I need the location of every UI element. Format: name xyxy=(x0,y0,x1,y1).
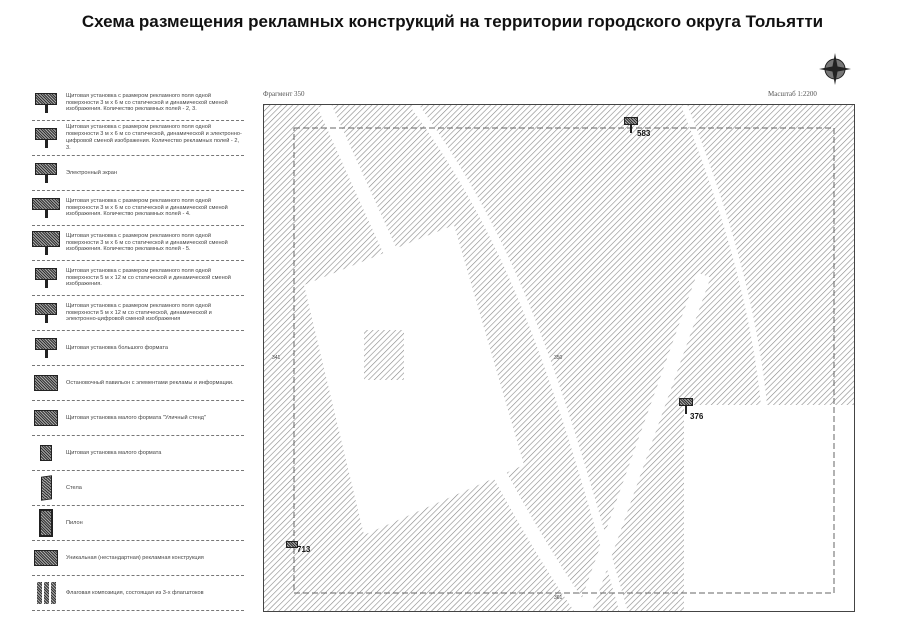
legend-item: Остановочный павильон с элементами рекла… xyxy=(32,366,244,401)
legend-text: Щитовая установка с размером рекламного … xyxy=(66,124,242,151)
ad-marker-713[interactable] xyxy=(286,541,298,548)
legend-item: Щитовая установка большого формата xyxy=(32,331,244,366)
legend: Щитовая установка с размером рекламного … xyxy=(32,86,244,611)
ad-marker-583[interactable] xyxy=(624,117,638,133)
billboard-large-icon xyxy=(32,268,60,288)
compass-rose-icon xyxy=(819,53,851,85)
legend-item: Уникальная (нестандартная) рекламная кон… xyxy=(32,541,244,576)
pylon-icon xyxy=(32,509,60,537)
legend-text: Стела xyxy=(66,484,82,491)
street-stand-icon xyxy=(32,410,60,426)
legend-item: Электронный экран xyxy=(32,156,244,191)
parcel-label: 341 xyxy=(272,355,281,361)
legend-item: Пилон xyxy=(32,506,244,541)
fragment-label: Фрагмент 350 xyxy=(263,90,305,98)
billboard-large-digital-icon xyxy=(32,303,60,323)
bus-stop-icon xyxy=(32,375,60,391)
page-title: Схема размещения рекламных конструкций н… xyxy=(81,12,824,31)
billboard-digital-icon xyxy=(32,128,60,148)
scale-label: Масштаб 1:2200 xyxy=(768,90,817,98)
unique-construction-icon xyxy=(32,550,60,566)
legend-text: Щитовая установка с размером рекламного … xyxy=(66,92,228,113)
marker-label: 713 xyxy=(297,545,311,554)
small-format-icon xyxy=(32,445,60,461)
electronic-screen-icon xyxy=(32,163,60,183)
ad-marker-376[interactable] xyxy=(679,398,693,414)
marker-label: 583 xyxy=(637,129,651,138)
legend-item: Щитовая установка малого формата xyxy=(32,436,244,471)
legend-text: Щитовая установка с размером рекламного … xyxy=(66,197,228,218)
legend-text: Щитовая установка с размером рекламного … xyxy=(66,302,212,323)
legend-text: Остановочный павильон с элементами рекла… xyxy=(66,379,234,386)
parcel-label: 350 xyxy=(554,355,563,361)
legend-item: Щитовая установка с размером рекламного … xyxy=(32,86,244,121)
billboard-5-icon xyxy=(32,231,60,255)
legend-item: Щитовая установка малого формата "Уличны… xyxy=(32,401,244,436)
legend-item: Щитовая установка с размером рекламного … xyxy=(32,261,244,296)
legend-item: Щитовая установка с размером рекламного … xyxy=(32,226,244,261)
legend-item: Флаговая композиция, состоящая из 3-х фл… xyxy=(32,576,244,611)
billboard-4-icon xyxy=(32,198,60,218)
legend-text: Флаговая композиция, состоящая из 3-х фл… xyxy=(66,589,204,596)
legend-text: Щитовая установка с размером рекламного … xyxy=(66,232,228,253)
legend-text: Щитовая установка с размером рекламного … xyxy=(66,267,231,288)
big-format-icon xyxy=(32,338,60,358)
legend-item: Стела xyxy=(32,471,244,506)
legend-text: Уникальная (нестандартная) рекламная кон… xyxy=(66,554,204,561)
billboard-icon xyxy=(32,93,60,113)
legend-text: Пилон xyxy=(66,519,83,526)
stela-icon xyxy=(32,475,60,501)
legend-item: Щитовая установка с размером рекламного … xyxy=(32,191,244,226)
legend-item: Щитовая установка с размером рекламного … xyxy=(32,121,244,156)
legend-text: Щитовая установка малого формата "Уличны… xyxy=(66,414,206,421)
map-fragment[interactable]: 583 376 713 350 341 361 xyxy=(263,104,855,612)
legend-text: Щитовая установка малого формата xyxy=(66,449,162,456)
marker-label: 376 xyxy=(690,412,704,421)
legend-item: Щитовая установка с размером рекламного … xyxy=(32,296,244,331)
flags-icon xyxy=(32,582,60,604)
parcel-label: 361 xyxy=(554,595,563,601)
legend-text: Щитовая установка большого формата xyxy=(66,344,168,351)
legend-text: Электронный экран xyxy=(66,169,117,176)
